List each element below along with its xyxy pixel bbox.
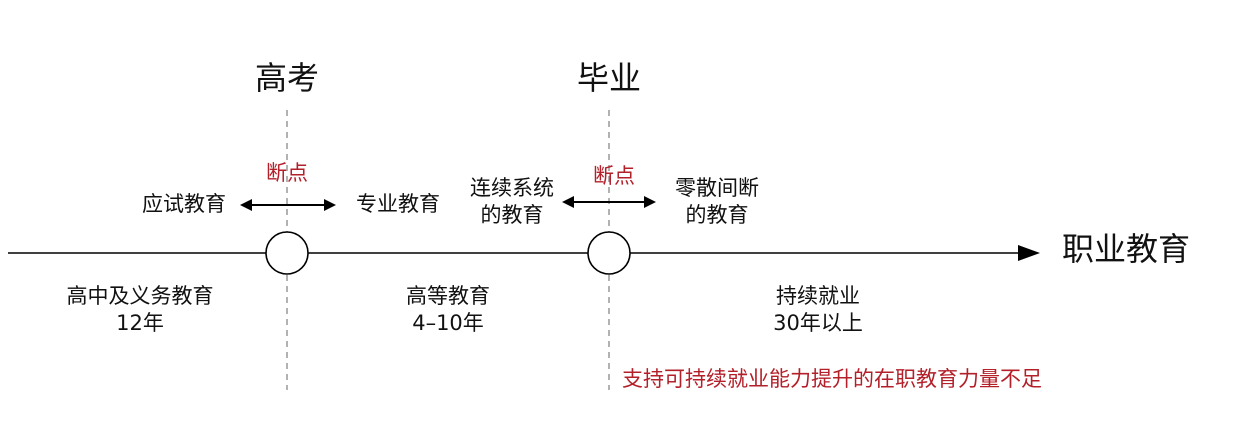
axis-end-label: 职业教育: [1062, 230, 1191, 268]
phase-continuous-line2: 的教育: [480, 203, 544, 228]
breakpoint-label-2: 断点: [593, 164, 635, 188]
timeline-arrowhead: [1018, 245, 1040, 261]
graduation-node: [587, 231, 631, 275]
insufficient-training-note: 支持可持续就业能力提升的在职教育力量不足: [622, 367, 1042, 391]
phase-scattered-education: 零散间断 的教育: [657, 175, 777, 230]
phase-high-school-title: 高中及义务教育: [66, 284, 214, 308]
phase-scattered-line2: 的教育: [685, 203, 749, 228]
breakpoint-arrow-2: [562, 196, 656, 208]
milestone-gaokao: 高考: [254, 59, 319, 97]
phase-employment-years: 30年以上: [773, 311, 863, 336]
phase-scattered-line1: 零散间断: [675, 176, 759, 200]
breakpoint-arrow-1: [240, 199, 336, 211]
phase-higher-ed-years: 4–10年: [412, 311, 484, 336]
phase-exam-education: 应试教育: [142, 192, 226, 216]
phase-high-school: 高中及义务教育 12年: [40, 283, 240, 338]
milestone-graduation: 毕业: [576, 59, 641, 97]
phase-employment: 持续就业 30年以上: [728, 283, 908, 338]
phase-professional-education: 专业教育: [356, 192, 440, 216]
phase-higher-ed-title: 高等教育: [406, 284, 490, 308]
phase-higher-education: 高等教育 4–10年: [358, 283, 538, 338]
phase-employment-title: 持续就业: [776, 284, 860, 308]
gaokao-node: [265, 231, 309, 275]
phase-continuous-line1: 连续系统: [470, 176, 554, 200]
phase-high-school-years: 12年: [116, 311, 164, 336]
breakpoint-label-1: 断点: [266, 161, 308, 185]
phase-continuous-education: 连续系统 的教育: [452, 175, 572, 230]
